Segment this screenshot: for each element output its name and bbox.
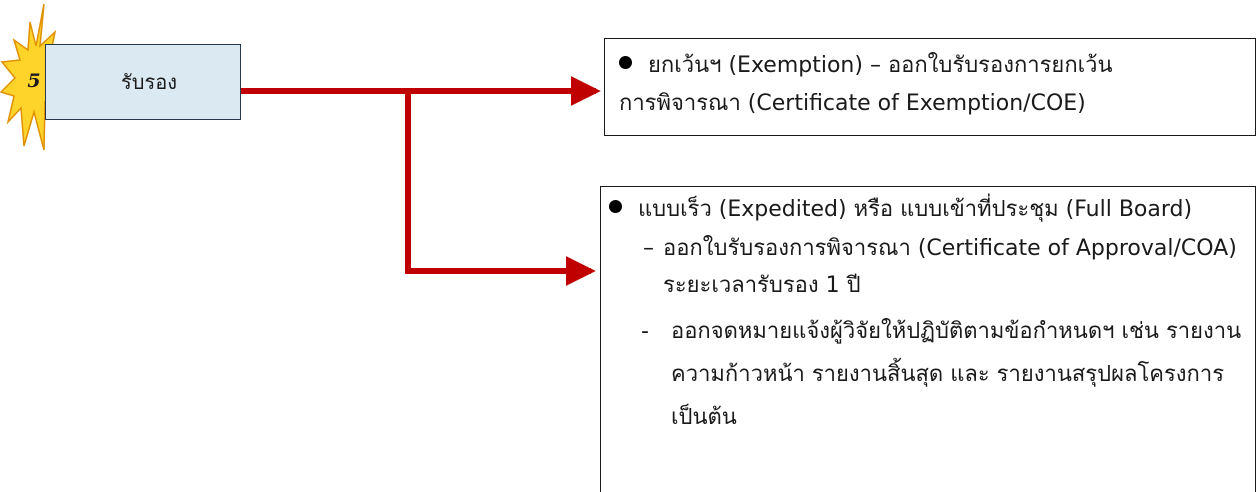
arrow-to-review <box>405 91 596 286</box>
review-item-certificate: – ออกใบรับรองการพิจารณา (Certificate of … <box>609 230 1243 304</box>
review-item-text: ออกจดหมายแจ้งผู้วิจัยให้ปฏิบัติตามข้อกำห… <box>671 319 1242 430</box>
bullet-icon <box>609 200 622 213</box>
review-heading: แบบเร็ว (Expedited) หรือ แบบเข้าที่ประชุ… <box>609 191 1243 228</box>
dash-marker: – <box>643 236 654 261</box>
review-item-text: ออกใบรับรองการพิจารณา (Certificate of Ap… <box>663 236 1237 298</box>
dash-marker: - <box>641 319 649 344</box>
exemption-bullet-text: ยกเว้นฯ (Exemption) – ออกใบรับรองการยกเว… <box>648 53 1113 78</box>
step-label: รับรอง <box>121 70 177 94</box>
review-item-letter: - ออกจดหมายแจ้งผู้วิจัยให้ปฏิบัติตามข้อก… <box>609 310 1243 439</box>
review-bullet-text: แบบเร็ว (Expedited) หรือ แบบเข้าที่ประชุ… <box>638 197 1193 222</box>
step-number: 5 <box>27 70 41 92</box>
exemption-line-1: ยกเว้นฯ (Exemption) – ออกใบรับรองการยกเว… <box>619 47 1243 85</box>
review-box: แบบเร็ว (Expedited) หรือ แบบเข้าที่ประชุ… <box>600 186 1256 492</box>
approval-step-box: รับรอง <box>45 44 241 120</box>
exemption-box: ยกเว้นฯ (Exemption) – ออกใบรับรองการยกเว… <box>604 38 1256 136</box>
exemption-line-2: การพิจารณา (Certificate of Exemption/COE… <box>619 91 1086 116</box>
bullet-icon <box>619 56 632 69</box>
